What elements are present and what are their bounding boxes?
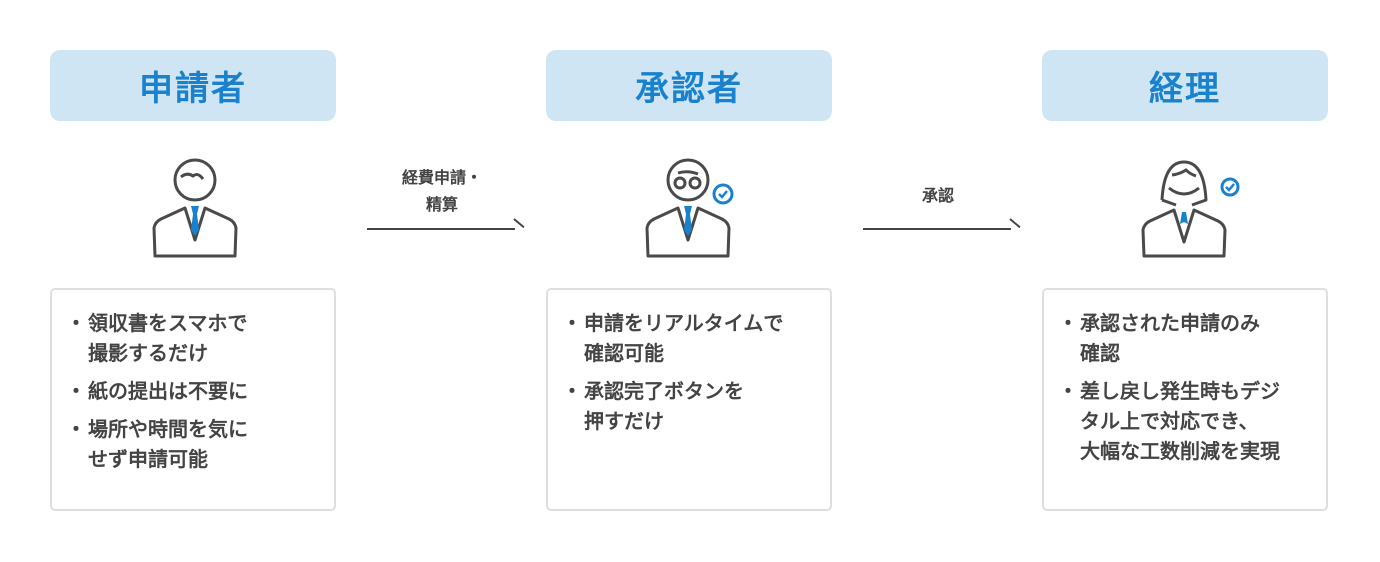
arrow-label: 経費申請・ 精算 <box>401 168 482 214</box>
list-item: 申請をリアルタイムで 確認可能 <box>562 308 810 368</box>
arrow-label: 承認 <box>921 186 954 205</box>
businessman-icon <box>152 158 238 258</box>
list-item: 承認された申請のみ 確認 <box>1058 308 1306 368</box>
header-applicant: 申請者 <box>50 50 336 121</box>
approver-details-box: 申請をリアルタイムで 確認可能 承認完了ボタンを 押すだけ <box>546 288 832 511</box>
header-accounting-title: 経理 <box>1149 69 1221 109</box>
header-approver: 承認者 <box>546 50 832 121</box>
arrow-right-icon <box>367 228 515 230</box>
businesswoman-check-icon <box>1141 160 1240 258</box>
list-item: 承認完了ボタンを 押すだけ <box>562 376 810 436</box>
arrow-right-icon <box>863 228 1011 230</box>
flow-arrow-1: 経費申請・ 精算 <box>367 160 525 235</box>
header-approver-title: 承認者 <box>635 69 743 109</box>
flow-arrow-2: 承認 <box>863 160 1021 235</box>
list-item: 場所や時間を気に せず申請可能 <box>66 414 314 474</box>
list-item: 領収書をスマホで 撮影するだけ <box>66 308 314 368</box>
header-applicant-title: 申請者 <box>139 69 247 109</box>
list-item: 紙の提出は不要に <box>66 376 314 406</box>
accounting-details-box: 承認された申請のみ 確認 差し戻し発生時もデジ タル上で対応でき、 大幅な工数削… <box>1042 288 1328 511</box>
header-accounting: 経理 <box>1042 50 1328 121</box>
businessman-glasses-check-icon <box>645 158 734 258</box>
list-item: 差し戻し発生時もデジ タル上で対応でき、 大幅な工数削減を実現 <box>1058 376 1306 466</box>
applicant-details-box: 領収書をスマホで 撮影するだけ 紙の提出は不要に 場所や時間を気に せず申請可能 <box>50 288 336 511</box>
